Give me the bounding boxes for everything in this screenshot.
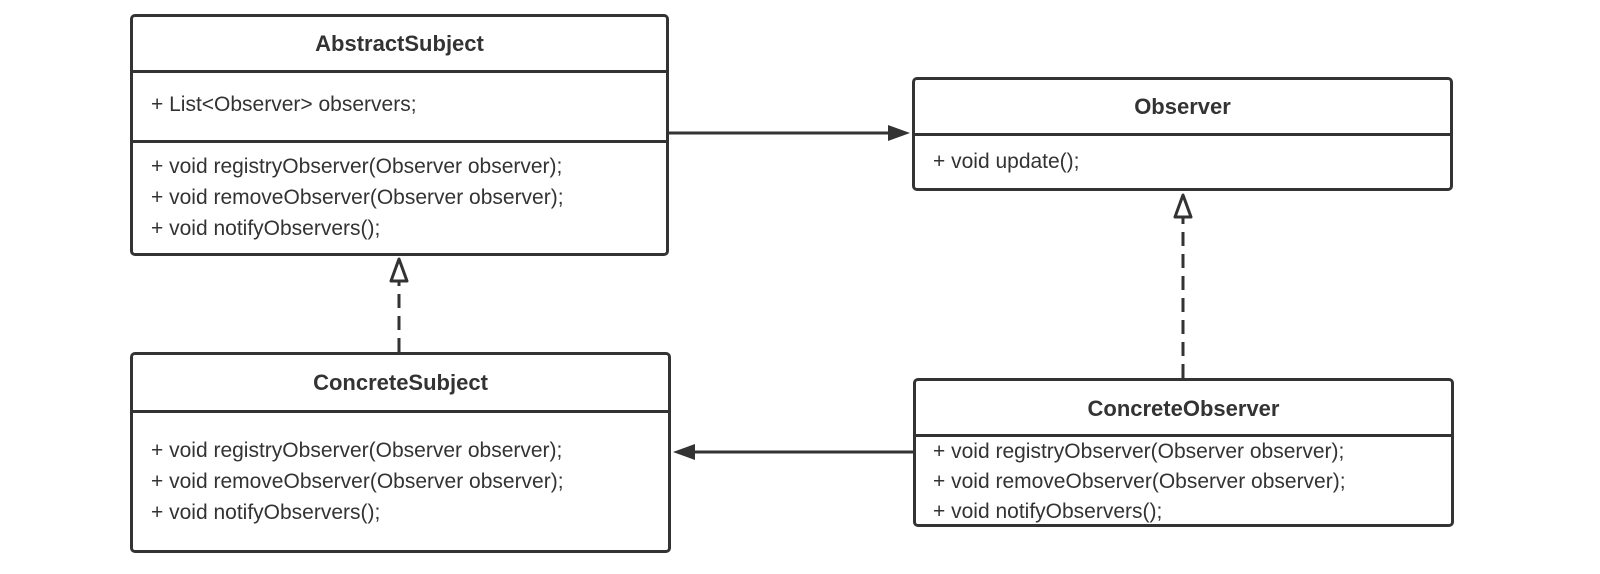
- operations-compartment-concrete-subject: + void registryObserver(Observer observe…: [133, 413, 668, 528]
- operation-registry-observer: + void registryObserver(Observer observe…: [151, 155, 563, 178]
- class-name-concrete-observer: ConcreteObserver: [916, 381, 1451, 437]
- operation-remove-observer: + void removeObserver(Observer observer)…: [933, 470, 1346, 493]
- operation-remove-observer: + void removeObserver(Observer observer)…: [151, 186, 564, 209]
- class-box-concrete-subject: ConcreteSubject + void registryObserver(…: [130, 352, 671, 553]
- attributes-compartment-abstract-subject: + List<Observer> observers;: [133, 73, 666, 143]
- operation-remove-observer: + void removeObserver(Observer observer)…: [151, 470, 564, 493]
- class-name-concrete-subject: ConcreteSubject: [133, 355, 668, 413]
- association-concreteobserver-concretesubject-arrowhead: [673, 444, 695, 460]
- realization-concreteobserver-observer-arrowhead: [1173, 193, 1193, 219]
- class-name-observer: Observer: [915, 80, 1450, 136]
- operation-registry-observer: + void registryObserver(Observer observe…: [151, 439, 563, 462]
- operation-registry-observer: + void registryObserver(Observer observe…: [933, 440, 1345, 463]
- realization-concretesubject-abstractsubject-arrowhead: [389, 257, 409, 283]
- operation-update: + void update();: [933, 150, 1080, 173]
- operations-compartment-observer: + void update();: [915, 136, 1450, 177]
- class-box-observer: Observer + void update();: [912, 77, 1453, 191]
- operation-notify-observers: + void notifyObservers();: [151, 217, 381, 240]
- operation-notify-observers: + void notifyObservers();: [151, 501, 381, 524]
- operation-notify-observers: + void notifyObservers();: [933, 500, 1163, 523]
- class-box-abstract-subject: AbstractSubject + List<Observer> observe…: [130, 14, 669, 256]
- operations-compartment-abstract-subject: + void registryObserver(Observer observe…: [133, 143, 666, 244]
- attribute-observers: + List<Observer> observers;: [151, 93, 417, 116]
- association-abstractsubject-observer-arrowhead: [888, 125, 910, 141]
- operations-compartment-concrete-observer: + void registryObserver(Observer observe…: [916, 437, 1451, 527]
- class-name-abstract-subject: AbstractSubject: [133, 17, 666, 73]
- class-box-concrete-observer: ConcreteObserver + void registryObserver…: [913, 378, 1454, 527]
